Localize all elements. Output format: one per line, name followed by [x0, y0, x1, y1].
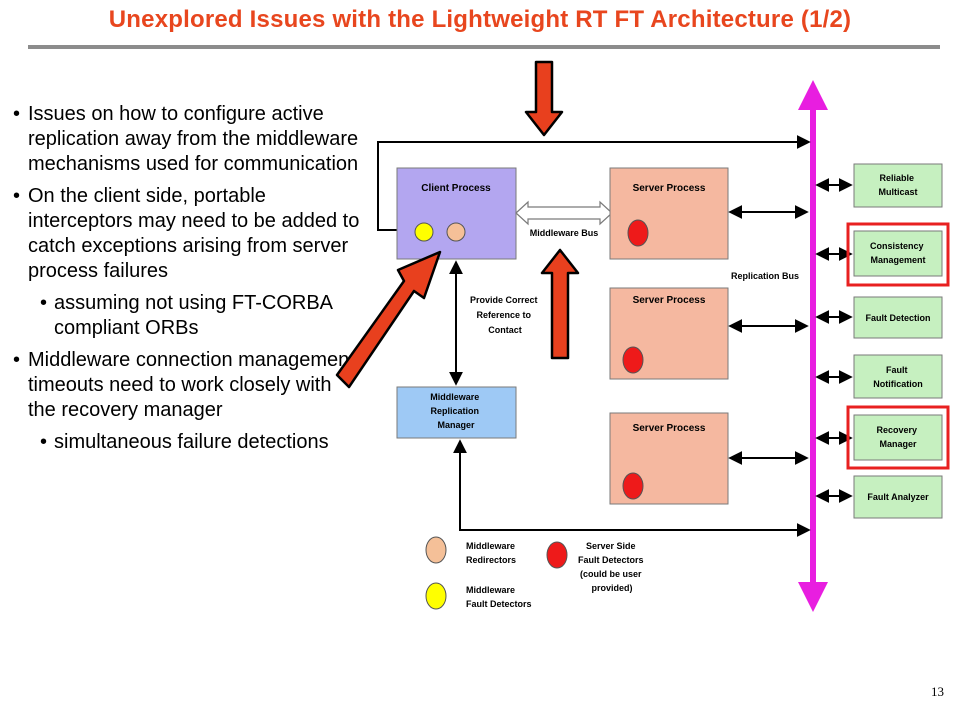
bullet-item: Middleware connection management timeout… [8, 348, 360, 423]
bullet-item: On the client side, portable interceptor… [8, 184, 360, 284]
bullet-list: Issues on how to configure active replic… [8, 102, 360, 462]
legend-redirector-dot [425, 536, 447, 564]
server-process-label-3: Server Process [633, 423, 706, 434]
provide-reference-label: Provide Correct Reference to Contact [470, 295, 540, 335]
middleware-bus-arrow [515, 200, 613, 226]
svg-text:Fault Detection: Fault Detection [865, 313, 930, 323]
sub-bullet-item: simultaneous failure detections [8, 430, 360, 455]
legend-fault-detector-dot [425, 582, 447, 610]
client-process-box [396, 167, 517, 260]
consistency-highlight-frame [846, 222, 950, 287]
client-process-label: Client Process [421, 183, 491, 194]
recovery-highlight-frame [846, 405, 950, 470]
svg-text:Middleware Fault Detecto: Middleware Fault Detectors [466, 585, 532, 609]
highlight-arrow-up [540, 248, 580, 360]
replication-bus-label: Replication Bus [731, 271, 799, 281]
svg-text:Fault Analyzer: Fault Analyzer [867, 492, 929, 502]
svg-text:Consistency Management: Consistency Management [870, 241, 926, 265]
server-fault-detector-dot-1 [627, 219, 649, 247]
server-process-label-1: Server Process [633, 183, 706, 194]
server-fault-detector-dot-3 [622, 472, 644, 500]
middleware-fault-detector-dot [414, 222, 434, 242]
replication-manager-label: Middleware Replication Manager [430, 392, 482, 430]
services-column: Reliable Multicast Consistency Managemen… [815, 163, 950, 519]
svg-text:Recovery Manager: Recovery Manager [876, 425, 919, 449]
recovery-manager-box [853, 414, 943, 461]
fault-analyzer-box [853, 475, 943, 519]
middleware-redirector-dot [446, 222, 466, 242]
legend-server-detector-dot [546, 541, 568, 569]
svg-text:Fault Notification: Fault Notification [873, 365, 923, 389]
fault-detection-box [853, 296, 943, 339]
manager-bus-line [453, 439, 811, 537]
svg-text:Middleware Redirectors: Middleware Redirectors [466, 541, 518, 565]
page-number: 13 [931, 684, 944, 699]
server-process-box-1 [609, 167, 729, 260]
server-fault-detector-dot-2 [622, 346, 644, 374]
middleware-bus-label: Middleware Bus [530, 228, 599, 238]
consistency-management-box [853, 230, 943, 277]
replication-manager-box [396, 386, 517, 439]
sub-bullet-item: assuming not using FT-CORBA compliant OR… [8, 291, 360, 341]
fault-notification-box [853, 354, 943, 399]
highlight-arrow-diagonal [335, 250, 442, 389]
title-rule [28, 45, 940, 49]
slide-title: Unexplored Issues with the Lightweight R… [108, 6, 852, 33]
bullet-item: Issues on how to configure active replic… [8, 102, 360, 177]
highlight-arrow-down [524, 60, 564, 137]
svg-text:Reliable Multicast: Reliable Multicast [878, 173, 917, 197]
client-to-bus-line [377, 135, 811, 231]
reliable-multicast-box [853, 163, 943, 208]
diagram-legend: Middleware Redirectors Middleware Fault … [425, 536, 646, 610]
server-process-label-2: Server Process [633, 295, 706, 306]
svg-text:Server Side Fault Detect: Server Side Fault Detectors (could be us… [578, 541, 646, 593]
